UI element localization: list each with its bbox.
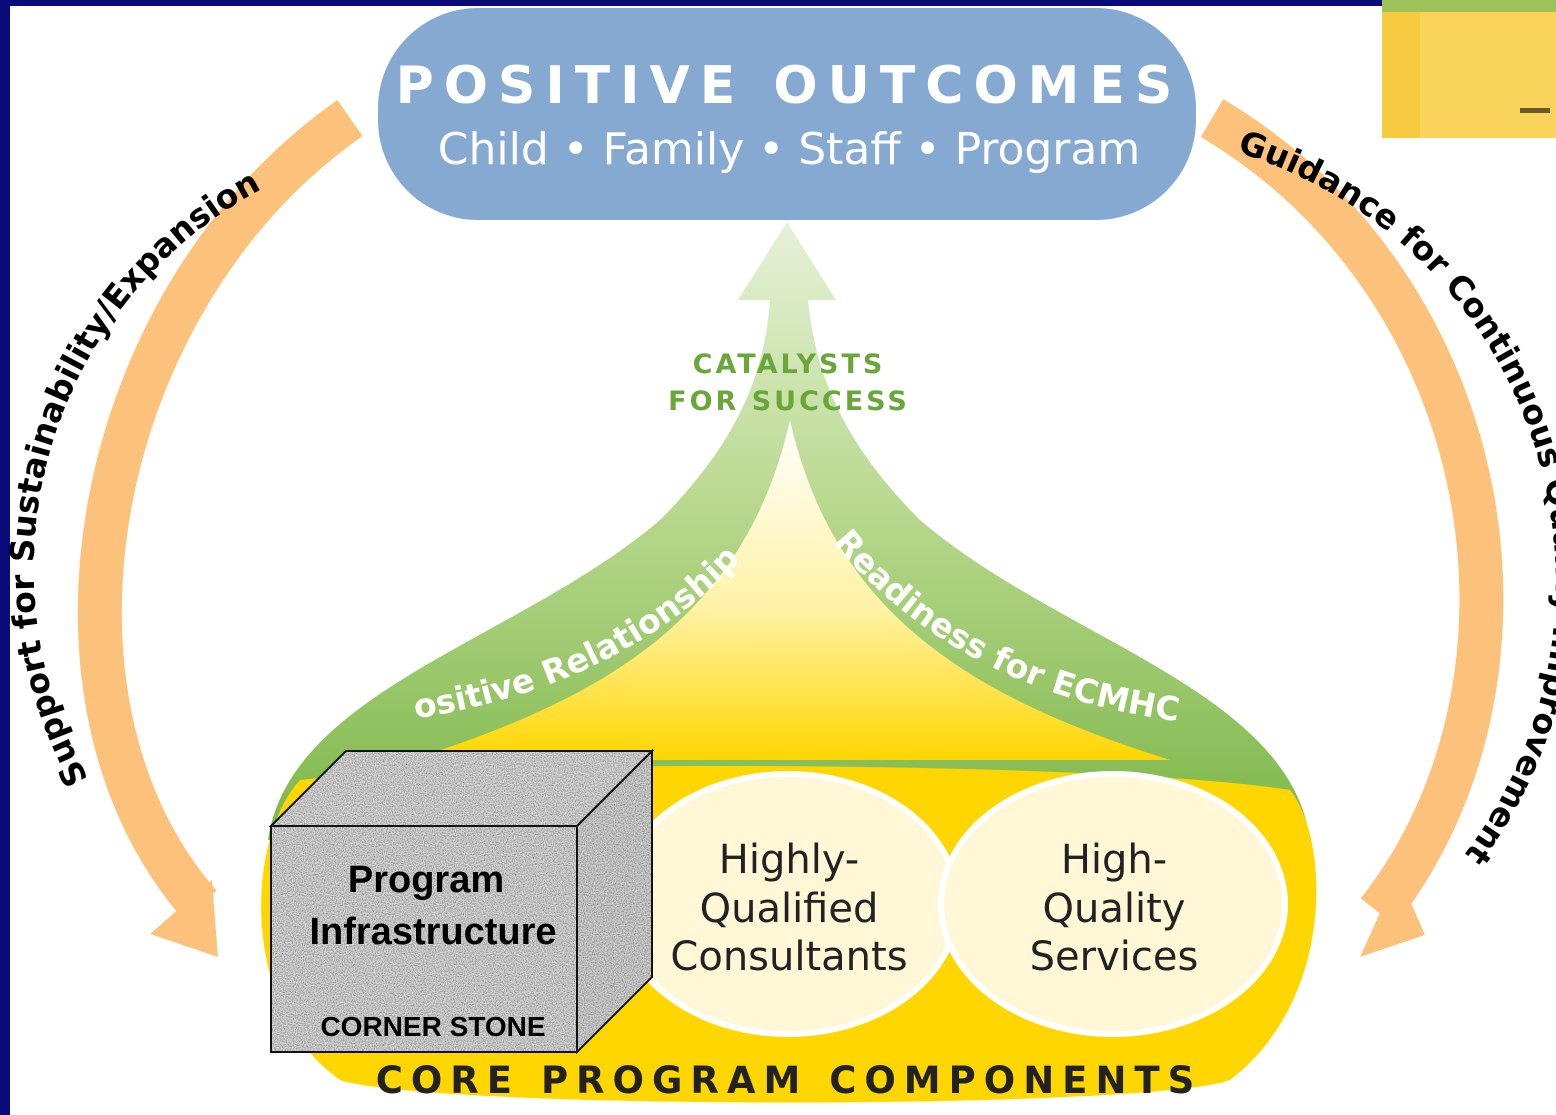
- outcomes-title: POSITIVE OUTCOMES: [396, 56, 1183, 116]
- catalysts-line1: CATALYSTS: [693, 349, 886, 380]
- consultants-line1: Highly-: [719, 837, 859, 883]
- cornerstone-line2: Infrastructure: [309, 911, 556, 953]
- consultants-line2: Qualified: [700, 886, 879, 932]
- consultants-line3: Consultants: [670, 934, 907, 980]
- outcomes-subtitle: Child • Family • Staff • Program: [438, 124, 1140, 175]
- core-components-label: CORE PROGRAM COMPONENTS: [376, 1059, 1203, 1102]
- cornerstone-tag: CORNER STONE: [320, 1011, 545, 1042]
- services-circle: [938, 771, 1288, 1037]
- inset-thumbnail: [1382, 0, 1556, 138]
- cornerstone-line1: Program: [348, 859, 504, 901]
- services-line1: High-: [1061, 837, 1167, 883]
- services-line3: Services: [1030, 934, 1199, 980]
- cornerstone-cube: Program Infrastructure CORNER STONE: [268, 748, 655, 1055]
- services-line2: Quality: [1043, 886, 1186, 932]
- positive-outcomes-box: POSITIVE OUTCOMES Child • Family • Staff…: [378, 8, 1196, 220]
- catalysts-line2: FOR SUCCESS: [668, 386, 910, 417]
